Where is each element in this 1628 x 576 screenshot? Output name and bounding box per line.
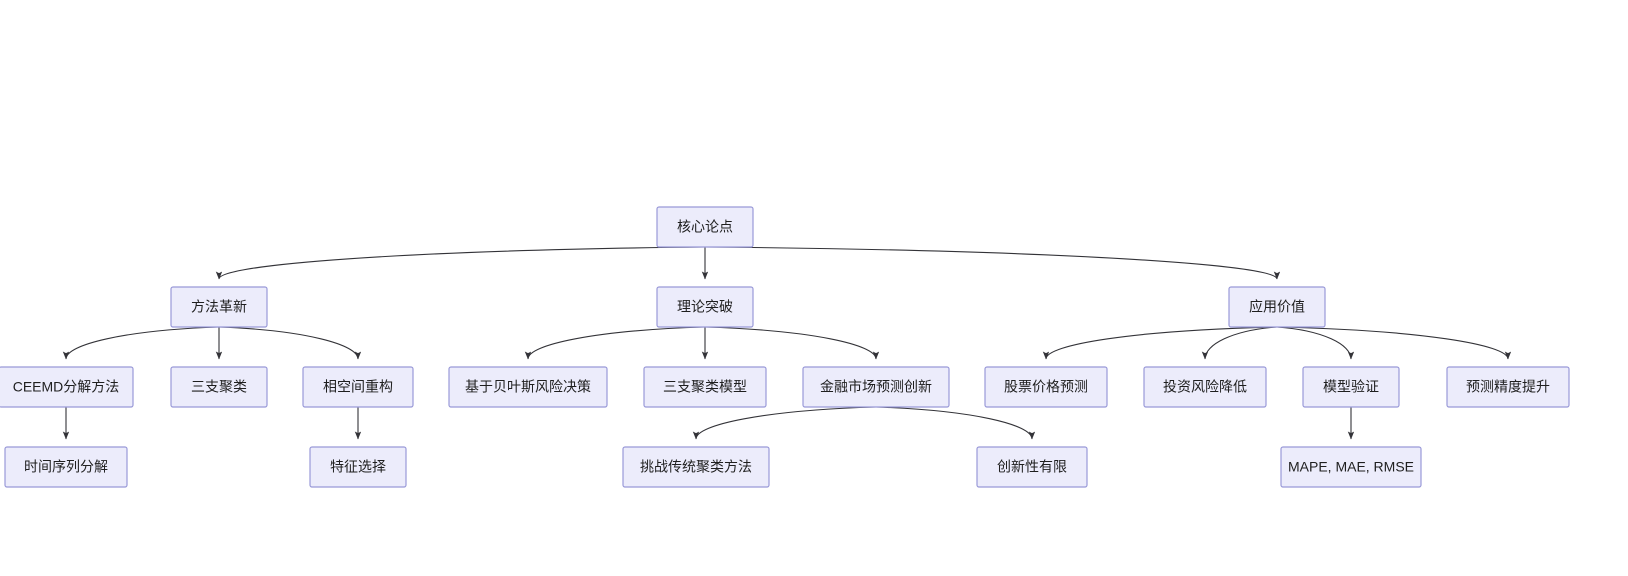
flow-edge — [692, 406, 877, 440]
flow-node-label: 时间序列分解 — [24, 459, 108, 475]
flow-node-label: CEEMD分解方法 — [13, 379, 120, 395]
flow-node-box[interactable] — [802, 366, 950, 408]
flow-node-label: 三支聚类模型 — [663, 379, 747, 395]
flow-node-label: MAPE, MAE, RMSE — [1288, 459, 1414, 475]
flow-node[interactable]: CEEMD分解方法 — [0, 366, 134, 408]
flow-node[interactable]: MAPE, MAE, RMSE — [1280, 446, 1422, 488]
flow-node-label: 创新性有限 — [997, 459, 1067, 475]
flow-node[interactable]: 三支聚类 — [170, 366, 268, 408]
flow-edge — [218, 326, 362, 360]
flow-node[interactable]: 预测精度提升 — [1446, 366, 1570, 408]
flow-node-label: 模型验证 — [1323, 379, 1379, 395]
flow-node-box[interactable] — [643, 366, 767, 408]
flow-node-box[interactable] — [622, 446, 770, 488]
flow-edge — [1276, 326, 1512, 360]
flow-node-box[interactable] — [1228, 286, 1326, 328]
flow-node-box[interactable] — [4, 446, 128, 488]
flow-node[interactable]: 股票价格预测 — [984, 366, 1108, 408]
flow-node-box[interactable] — [1143, 366, 1267, 408]
flow-node-label: 应用价值 — [1249, 299, 1305, 315]
flow-node-label: 理论突破 — [677, 299, 733, 315]
flow-edge — [704, 326, 880, 360]
flow-node-box[interactable] — [170, 286, 268, 328]
flow-node[interactable]: 理论突破 — [656, 286, 754, 328]
flow-edge — [1042, 326, 1278, 360]
flow-edge — [875, 406, 1036, 440]
flow-node-box[interactable] — [976, 446, 1088, 488]
flow-node-label: 相空间重构 — [323, 379, 393, 395]
flow-node[interactable]: 核心论点 — [656, 206, 754, 248]
flow-node-label: 方法革新 — [191, 299, 247, 315]
edge-layer — [62, 246, 1512, 440]
flow-node-box[interactable] — [0, 366, 134, 408]
flow-node-label: 投资风险降低 — [1163, 379, 1247, 395]
flow-node-label: 预测精度提升 — [1466, 379, 1550, 395]
flow-node-box[interactable] — [170, 366, 268, 408]
flow-edge — [62, 326, 220, 360]
flow-node[interactable]: 时间序列分解 — [4, 446, 128, 488]
flow-edge — [1276, 326, 1355, 360]
flow-node[interactable]: 模型验证 — [1302, 366, 1400, 408]
flow-edge — [215, 246, 706, 280]
flow-node-label: 核心论点 — [677, 219, 733, 235]
flow-node-box[interactable] — [302, 366, 414, 408]
flow-node[interactable]: 挑战传统聚类方法 — [622, 446, 770, 488]
flow-node[interactable]: 创新性有限 — [976, 446, 1088, 488]
flow-node[interactable]: 相空间重构 — [302, 366, 414, 408]
flow-node-box[interactable] — [309, 446, 407, 488]
flow-node-box[interactable] — [1280, 446, 1422, 488]
flow-node[interactable]: 三支聚类模型 — [643, 366, 767, 408]
flow-node-label: 特征选择 — [330, 459, 386, 475]
flow-node-label: 金融市场预测创新 — [820, 379, 932, 395]
flow-node[interactable]: 方法革新 — [170, 286, 268, 328]
flow-edge — [1201, 326, 1278, 360]
flow-edge — [524, 326, 706, 360]
flow-node-box[interactable] — [1446, 366, 1570, 408]
flow-edge — [704, 246, 1281, 280]
flow-node-box[interactable] — [448, 366, 608, 408]
flow-node[interactable]: 投资风险降低 — [1143, 366, 1267, 408]
flow-node[interactable]: 特征选择 — [309, 446, 407, 488]
flow-node-label: 挑战传统聚类方法 — [640, 459, 752, 475]
flow-node-label: 基于贝叶斯风险决策 — [465, 379, 591, 395]
flow-node[interactable]: 金融市场预测创新 — [802, 366, 950, 408]
flow-node-label: 股票价格预测 — [1004, 379, 1088, 395]
flow-node[interactable]: 应用价值 — [1228, 286, 1326, 328]
flow-node[interactable]: 基于贝叶斯风险决策 — [448, 366, 608, 408]
flow-node-box[interactable] — [656, 286, 754, 328]
flow-node-box[interactable] — [984, 366, 1108, 408]
flow-node-box[interactable] — [656, 206, 754, 248]
flow-node-box[interactable] — [1302, 366, 1400, 408]
flow-node-label: 三支聚类 — [191, 379, 247, 395]
